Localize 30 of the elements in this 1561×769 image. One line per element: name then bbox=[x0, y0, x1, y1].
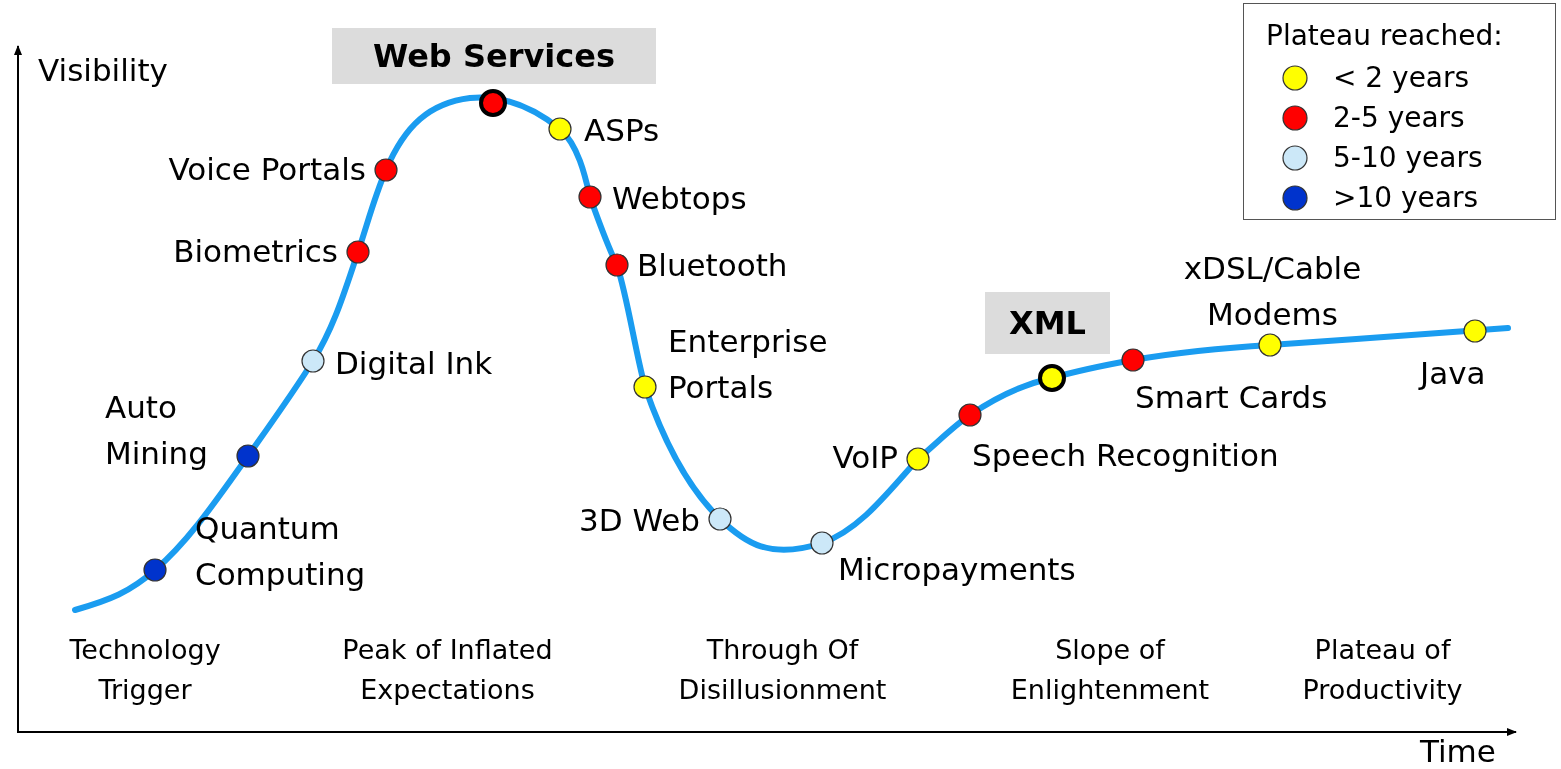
technology-label: ASPs bbox=[584, 111, 660, 150]
phase-label: Peak of Inflated Expectations bbox=[341, 633, 554, 707]
phase-label: Technology Trigger bbox=[68, 633, 222, 707]
highlight-box: XML bbox=[985, 292, 1110, 354]
technology-label: 3D Web bbox=[578, 501, 700, 540]
phase-label: Slope of Enlightenment bbox=[1009, 633, 1211, 707]
legend-text: >10 years bbox=[1333, 180, 1479, 216]
legend-text: 2-5 years bbox=[1333, 100, 1465, 136]
technology-label: VoIP bbox=[832, 438, 898, 477]
technology-label: Webtops bbox=[612, 179, 747, 218]
technology-label: Smart Cards bbox=[1135, 378, 1328, 417]
technology-label: Biometrics bbox=[173, 232, 338, 271]
technology-label: xDSL/Cable Modems bbox=[1182, 249, 1363, 334]
legend-text: < 2 years bbox=[1333, 60, 1470, 96]
technology-label: Bluetooth bbox=[637, 246, 788, 285]
technology-label: Voice Portals bbox=[168, 150, 366, 189]
axis-title: Time bbox=[1420, 732, 1496, 769]
technology-label: Quantum Computing bbox=[195, 509, 367, 594]
technology-label: Speech Recognition bbox=[972, 436, 1279, 475]
legend-text: 5-10 years bbox=[1333, 140, 1483, 176]
technology-label: Auto Mining bbox=[105, 388, 209, 473]
technology-label: Digital Ink bbox=[335, 344, 493, 383]
phase-label: Plateau of Productivity bbox=[1301, 633, 1464, 707]
highlight-box: Web Services bbox=[332, 28, 656, 84]
axis-title: Visibility bbox=[38, 51, 168, 90]
technology-label: Java bbox=[1420, 354, 1486, 393]
technology-label: Micropayments bbox=[838, 550, 1076, 589]
legend-title: Plateau reached: bbox=[1266, 18, 1503, 54]
technology-label: Enterprise Portals bbox=[668, 322, 829, 407]
phase-label: Through Of Disillusionment bbox=[677, 633, 888, 707]
